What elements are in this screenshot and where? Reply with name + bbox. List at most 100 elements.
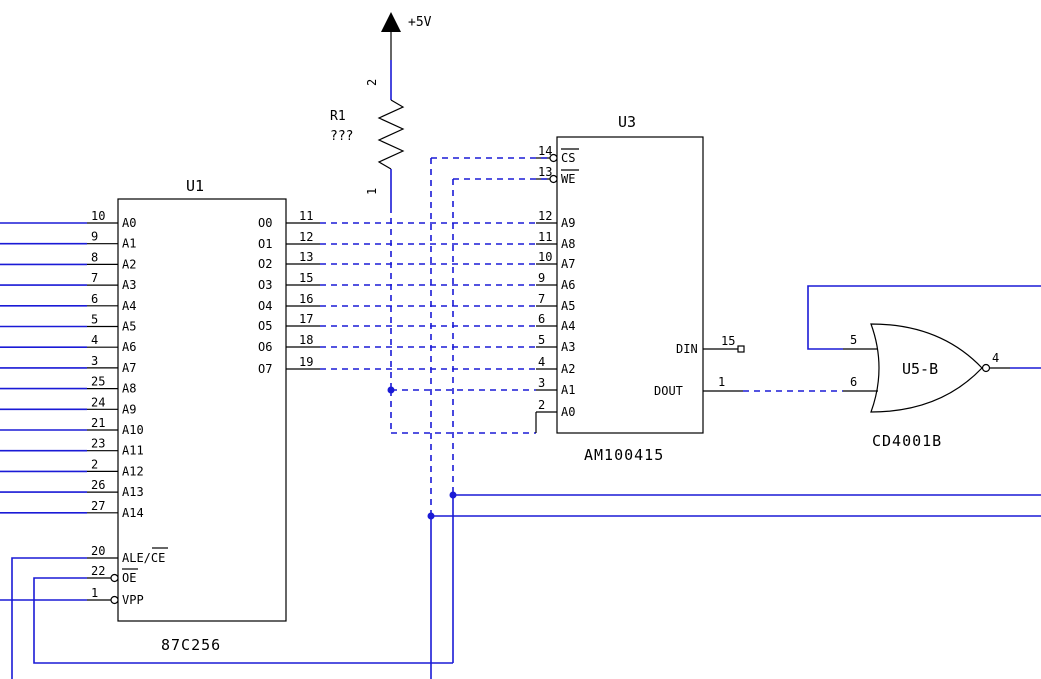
- u3-pin-num: 6: [538, 312, 545, 326]
- u1-ctrl-pin-name: VPP: [122, 593, 144, 607]
- u3-pin-name: A9: [561, 216, 575, 230]
- u1-out-pin-name: O3: [258, 278, 272, 292]
- resistor-r1: R1 ??? 2 1: [330, 60, 405, 207]
- gate-part: CD4001B: [872, 432, 942, 450]
- u3-ctrl-pin-name: CS: [561, 151, 575, 165]
- u3-ctrl-pin-num: 14: [538, 144, 552, 158]
- nor-gate-body: [870, 323, 983, 413]
- resistor-pin-1: 1: [365, 188, 379, 195]
- u1-pin-num: 24: [91, 395, 105, 409]
- u1-pin-name: A6: [122, 340, 136, 354]
- resistor-ref: R1: [330, 109, 346, 124]
- u1-body: [117, 198, 287, 622]
- u1-out-pin-num: 11: [299, 209, 313, 223]
- gate-in-a: 5: [850, 333, 857, 347]
- u1-out-pin-num: 19: [299, 355, 313, 369]
- u1-pin-num: 5: [91, 313, 98, 327]
- u1-pin-num: 21: [91, 416, 105, 430]
- u3-pin-num: 3: [538, 376, 545, 390]
- u3-pin-name: A2: [561, 362, 575, 376]
- u3-dout-num: 1: [718, 375, 725, 389]
- din-terminal-icon: [737, 345, 745, 353]
- u1-pin-num: 6: [91, 292, 98, 306]
- resistor-value: ???: [330, 129, 353, 144]
- u1-pin-name: A3: [122, 278, 136, 292]
- inverter-bubble-icon: [549, 153, 558, 163]
- u3-pin-num: 2: [538, 398, 545, 412]
- u3-pin-name: A1: [561, 383, 575, 397]
- u1-ctrl-pin-name: OE: [122, 571, 136, 585]
- u1-pin-name: A12: [122, 464, 144, 478]
- u1-out-pin-num: 18: [299, 333, 313, 347]
- u3-din-name: DIN: [676, 342, 698, 356]
- u3-pin-name: A4: [561, 319, 575, 333]
- u1-part: 87C256: [161, 636, 221, 654]
- gate-ref: U5-B: [902, 360, 938, 378]
- nor-bubble-icon: [981, 363, 991, 373]
- u1-pin-name: A7: [122, 361, 136, 375]
- u3-din-num: 15: [721, 334, 735, 348]
- junction-dot: [427, 512, 435, 520]
- u1-pin-num: 4: [91, 333, 98, 347]
- u1-pin-num: 26: [91, 478, 105, 492]
- u1-pin-name: A11: [122, 444, 144, 458]
- u1-ctrl-pin-num: 20: [91, 544, 105, 558]
- u1-pin-num: 23: [91, 437, 105, 451]
- u1-pin-num: 8: [91, 250, 98, 264]
- u3-ctrl-pin-name: WE: [561, 172, 575, 186]
- u3-pin-name: A3: [561, 340, 575, 354]
- u1-out-pin-num: 13: [299, 250, 313, 264]
- u1-out-pin-name: O5: [258, 319, 272, 333]
- power-arrow-icon: [381, 12, 401, 32]
- u3-ctrl-pin-num: 13: [538, 165, 552, 179]
- u3-pin-name: A8: [561, 237, 575, 251]
- u3-pin-name: A0: [561, 405, 575, 419]
- u1-pin-name: A4: [122, 299, 136, 313]
- gate-out: 4: [992, 351, 999, 365]
- u1-out-pin-num: 17: [299, 312, 313, 326]
- u3-pin-num: 10: [538, 250, 552, 264]
- u1-ctrl-pin-name: ALE/CE: [122, 551, 165, 565]
- u1-pin-num: 10: [91, 209, 105, 223]
- inverter-bubble-icon: [110, 573, 119, 583]
- u1-pin-num: 7: [91, 271, 98, 285]
- u3-pin-num: 7: [538, 292, 545, 306]
- u3-pin-name: A7: [561, 257, 575, 271]
- u3-pin-num: 5: [538, 333, 545, 347]
- u1-out-pin-num: 15: [299, 271, 313, 285]
- u3-pin-name: A6: [561, 278, 575, 292]
- u3-pin-name: A5: [561, 299, 575, 313]
- u1-pin-name: A5: [122, 320, 136, 334]
- u3-pin-num: 11: [538, 230, 552, 244]
- u1-pin-num: 27: [91, 499, 105, 513]
- u1-out-pin-name: O1: [258, 237, 272, 251]
- u1-out-pin-name: O6: [258, 340, 272, 354]
- u3-pin-num: 9: [538, 271, 545, 285]
- u1-pin-num: 9: [91, 230, 98, 244]
- u1-pin-num: 25: [91, 375, 105, 389]
- u1-pin-num: 2: [91, 457, 98, 471]
- u1-ref: U1: [186, 177, 204, 195]
- gate-in-b: 6: [850, 375, 857, 389]
- u1-out-pin-name: O7: [258, 362, 272, 376]
- wires: [0, 157, 1041, 679]
- u3-part: AM100415: [584, 446, 664, 464]
- u1-pin-name: A1: [122, 237, 136, 251]
- resistor-pin-2: 2: [365, 79, 379, 86]
- u1-ctrl-pin-num: 1: [91, 586, 98, 600]
- u3-pin-num: 12: [538, 209, 552, 223]
- inverter-bubble-icon: [549, 174, 558, 184]
- u1-pin-name: A8: [122, 382, 136, 396]
- u1-pin-name: A10: [122, 423, 144, 437]
- u1-pin-num: 3: [91, 354, 98, 368]
- power-label: +5V: [408, 15, 432, 30]
- u1-out-pin-name: O2: [258, 257, 272, 271]
- u3-pin-num: 4: [538, 355, 545, 369]
- u1-out-pin-name: O4: [258, 299, 272, 313]
- u3-ref: U3: [618, 113, 636, 131]
- inverter-bubble-icon: [110, 595, 119, 605]
- u1-ctrl-pin-num: 22: [91, 564, 105, 578]
